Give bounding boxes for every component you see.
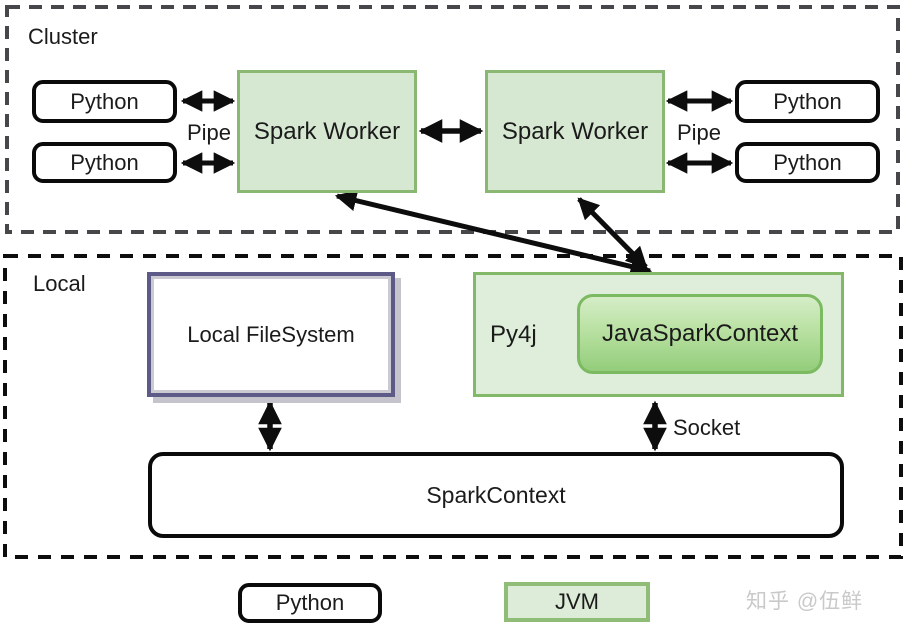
cluster-boundary [5, 5, 900, 234]
python-node-1: Python [32, 80, 177, 123]
legend-jvm-box: JVM [504, 582, 650, 622]
local-filesystem-label: Local FileSystem [187, 321, 355, 347]
local-filesystem-inner: Local FileSystem [151, 276, 391, 393]
spark-worker-2-label: Spark Worker [501, 117, 649, 145]
py4j-box: Py4j JavaSparkContext [473, 272, 844, 397]
spark-context-label: SparkContext [426, 481, 566, 508]
pipe-label-right: Pipe [676, 120, 722, 145]
python-node-3: Python [735, 80, 880, 123]
py4j-label: Py4j [490, 320, 537, 348]
spark-worker-2: Spark Worker [485, 70, 665, 193]
local-filesystem-box: Local FileSystem [147, 272, 395, 397]
socket-label: Socket [673, 415, 741, 440]
spark-worker-1-label: Spark Worker [253, 117, 401, 145]
watermark: 知乎 @伍鲜 [746, 590, 864, 613]
pipe-label-left: Pipe [186, 120, 232, 145]
python-node-2: Python [32, 142, 177, 183]
java-spark-context-box: JavaSparkContext [577, 294, 823, 374]
python-node-4: Python [735, 142, 880, 183]
python-node-4-label: Python [773, 149, 842, 175]
python-node-2-label: Python [70, 149, 139, 175]
java-spark-context-label: JavaSparkContext [601, 320, 799, 347]
cluster-zone-label: Cluster [28, 24, 98, 49]
legend-python-box: Python [238, 583, 382, 623]
spark-context-box: SparkContext [148, 452, 844, 538]
arrow-worker2-py4j [577, 197, 648, 269]
python-node-3-label: Python [773, 88, 842, 114]
local-zone-label: Local [33, 271, 86, 296]
spark-worker-1: Spark Worker [237, 70, 417, 193]
legend-python-label: Python [275, 590, 345, 615]
python-node-1-label: Python [70, 88, 139, 114]
legend-jvm-label: JVM [555, 589, 599, 614]
